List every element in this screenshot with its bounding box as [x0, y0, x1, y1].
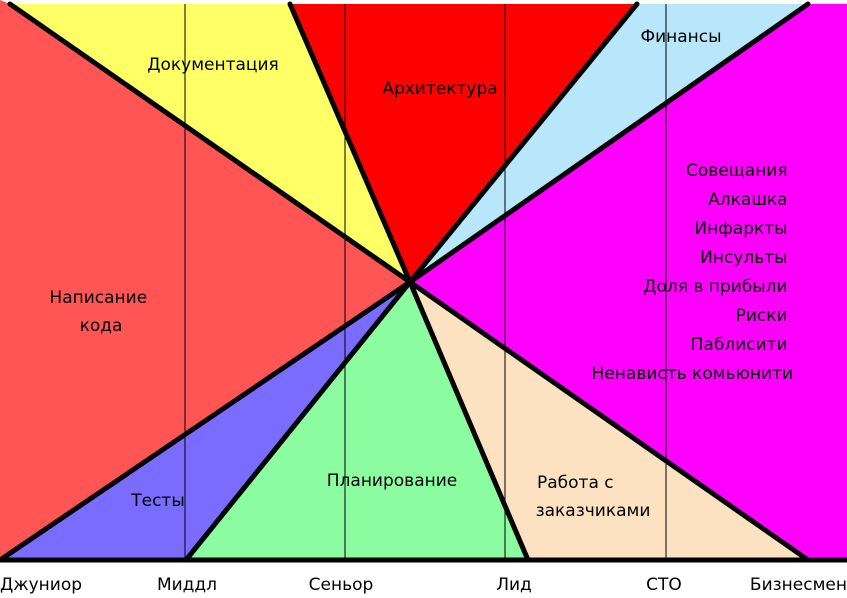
- x-tick-label: Сеньор: [309, 575, 374, 595]
- region-arch: [290, 4, 637, 282]
- region-meetings: [410, 4, 847, 560]
- label-planning: Планирование: [327, 471, 457, 491]
- boundary-clients: [407, 279, 811, 563]
- x-tick-label: Миддл: [157, 575, 217, 595]
- label-meetings-line: Доля в прибыли: [643, 277, 787, 297]
- region-planning: [186, 282, 528, 560]
- region-labels: Написание кода Документация Архитектура …: [49, 27, 793, 521]
- label-meetings-line: Алкашка: [708, 190, 787, 210]
- boundary-arch-left: [287, 1, 413, 285]
- boundary-docs: [7, 1, 413, 285]
- boundary-finance: [407, 1, 811, 285]
- label-clients-line: заказчиками: [536, 501, 651, 521]
- label-meetings-line: Совещания: [686, 161, 788, 181]
- x-tick-label: Джуниор: [0, 575, 82, 595]
- boundary-tests: [0, 279, 413, 563]
- boundary-planning-right: [407, 279, 531, 563]
- label-code-line: Написание: [49, 288, 147, 308]
- boundary-planning-left: [183, 279, 413, 563]
- x-axis: Джуниор Миддл Сеньор Лид СТО Бизнесмен: [0, 575, 847, 595]
- label-meetings-line: Инсульты: [700, 248, 787, 268]
- x-tick-label: Лид: [496, 575, 532, 595]
- label-meetings-line: Риски: [736, 306, 788, 326]
- x-tick-label: СТО: [646, 575, 682, 595]
- label-meetings: Совещания Алкашка Инфаркты Инсульты Доля…: [592, 161, 793, 384]
- label-meetings-line: Паблисити: [691, 335, 788, 355]
- label-code: Написание кода: [49, 288, 152, 336]
- grid-lines: [184, 4, 667, 560]
- label-clients: Работа с заказчиками: [536, 473, 651, 521]
- label-finance: Финансы: [640, 27, 721, 47]
- label-docs: Документация: [147, 55, 279, 75]
- label-meetings-line: Ненависть комьюнити: [592, 364, 793, 384]
- boundary-arch-right: [407, 1, 640, 285]
- label-code-line: кода: [80, 316, 123, 336]
- label-arch: Архитектура: [382, 79, 497, 99]
- label-tests: Тесты: [130, 491, 185, 511]
- region-code: [0, 0, 410, 560]
- boundary-lines: [0, 1, 847, 563]
- label-clients-line: Работа с: [537, 473, 614, 493]
- label-meetings-line: Инфаркты: [694, 219, 787, 239]
- x-tick-label: Бизнесмен: [750, 575, 847, 595]
